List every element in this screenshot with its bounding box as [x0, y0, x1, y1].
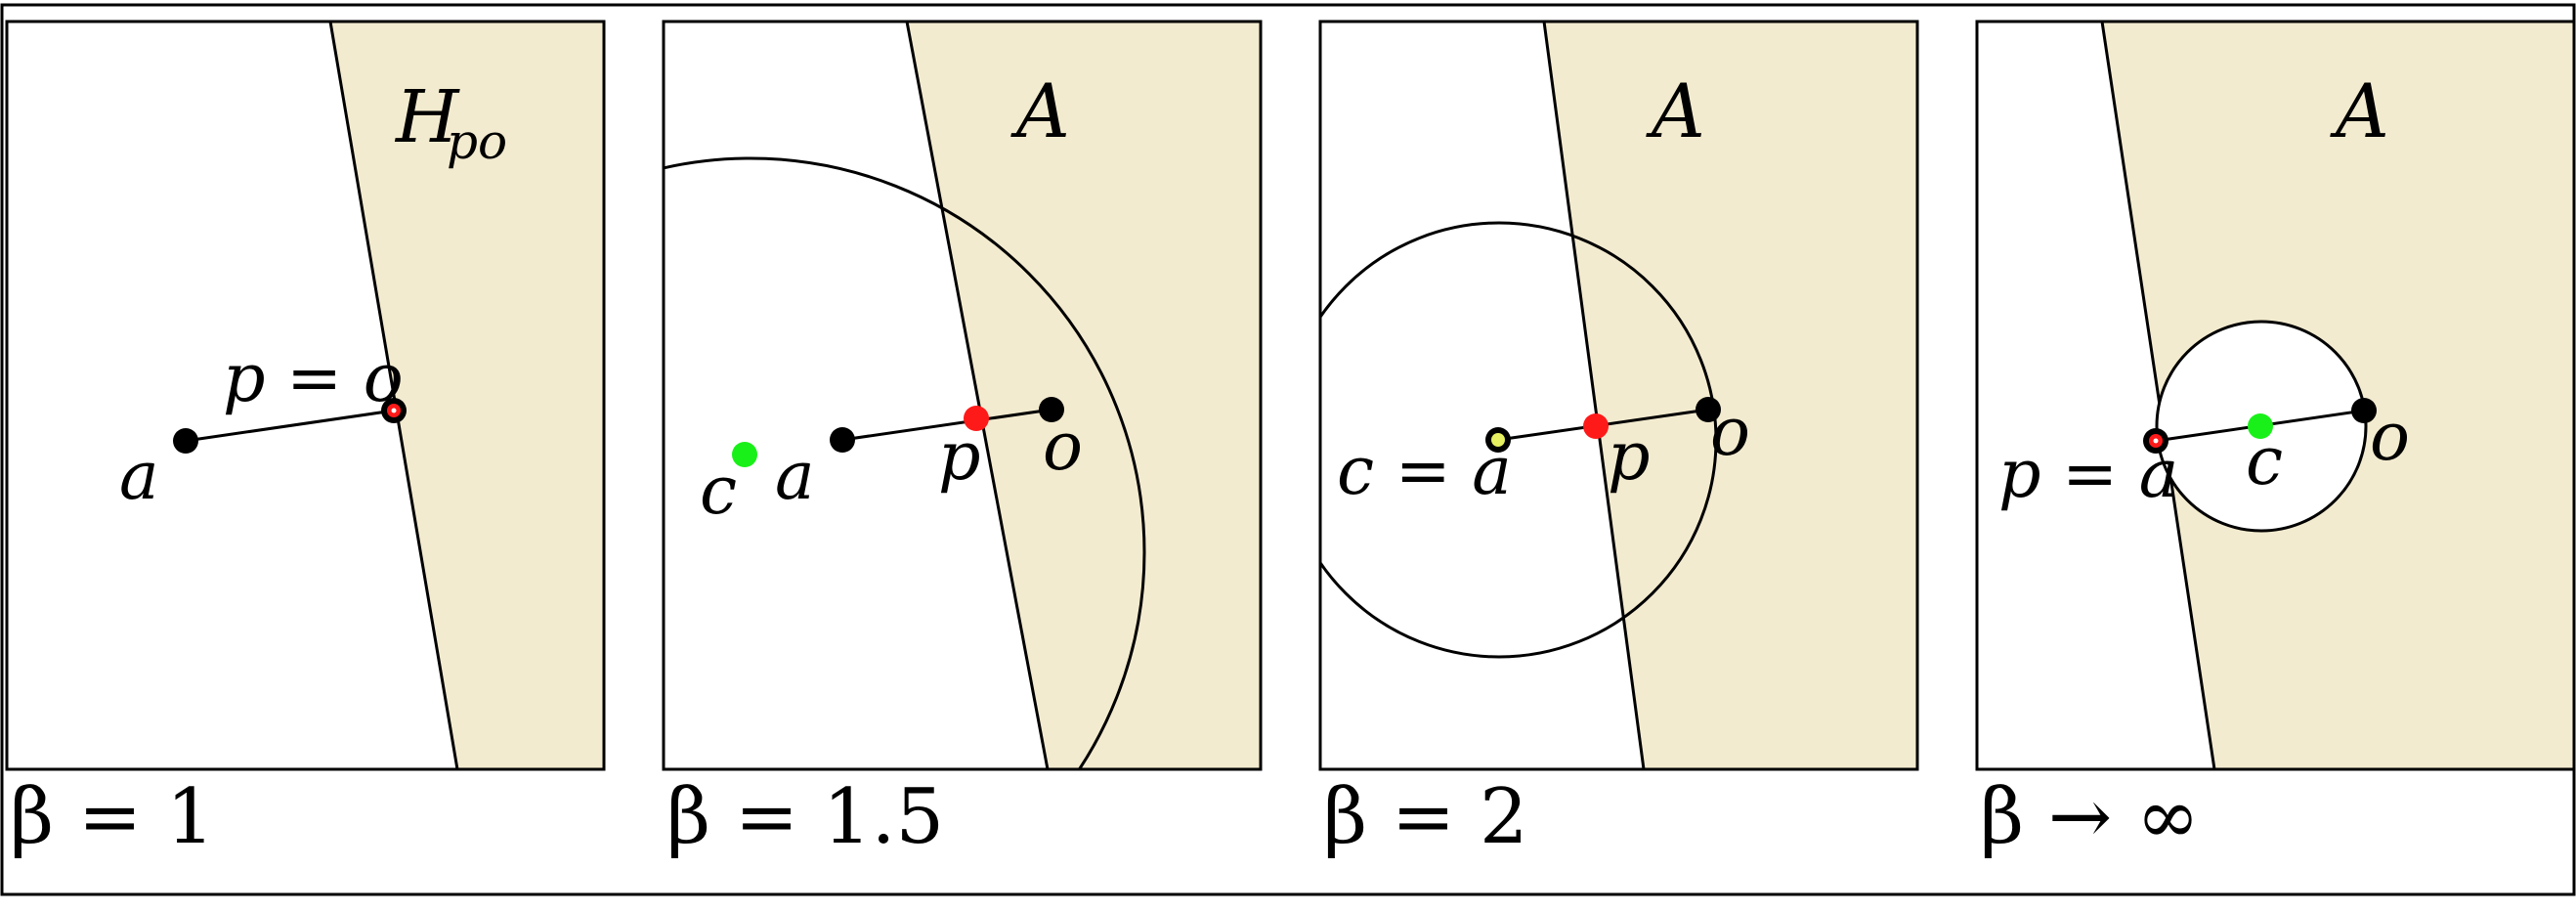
boundary-line: [1542, 22, 1646, 769]
point-p-o-center: [391, 408, 397, 413]
point-c: [2248, 413, 2273, 439]
point-o: [2351, 398, 2377, 423]
boundary-line: [905, 22, 1050, 769]
label-c: c: [2246, 423, 2283, 500]
point-a: [173, 428, 198, 454]
region-A: [1544, 22, 1917, 769]
region-label: A: [2330, 67, 2389, 154]
point-o: [1696, 397, 1721, 422]
point-p-a-center: [2153, 438, 2159, 444]
label-p-o: p = o: [223, 340, 404, 417]
segment-a-o: [841, 408, 1052, 442]
halfplane-region: [330, 22, 604, 769]
point-a: [830, 427, 855, 453]
caption: β = 2: [1323, 773, 1528, 861]
caption: β = 1.5: [666, 773, 944, 861]
point-c: [732, 442, 757, 467]
circle: [1320, 221, 1718, 659]
point-o: [1039, 397, 1064, 422]
label-p-a: p = a: [1998, 436, 2178, 513]
region-label: H: [394, 75, 460, 159]
label-p: p: [938, 418, 981, 496]
boundary-line: [2100, 22, 2216, 769]
region-A: [907, 22, 1261, 769]
caption: β = 1: [10, 773, 215, 861]
circle: [664, 156, 1146, 769]
boundary-line: [328, 22, 459, 769]
label-o: o: [1043, 409, 1083, 486]
region-label: A: [1646, 67, 1705, 154]
label-c: c: [700, 453, 737, 530]
panel-frame: [5, 20, 606, 771]
point-p: [964, 406, 989, 431]
panel-beta-infinity: A p = a c o β → ∞: [1975, 20, 2576, 861]
panel-frame: [662, 20, 1263, 771]
panel-beta-2: A c = a p o β = 2: [1318, 20, 1919, 861]
label-o: o: [2370, 399, 2410, 476]
label-a: a: [119, 438, 159, 515]
panel-beta-1: H po a p = o β = 1: [5, 20, 606, 861]
panel-frame: [1975, 20, 2576, 771]
panel-frame: [1318, 20, 1919, 771]
label-p: p: [1608, 418, 1651, 496]
region-label: A: [1010, 67, 1070, 154]
segment-a-o: [185, 409, 395, 443]
caption: β → ∞: [1980, 773, 2200, 861]
label-a: a: [775, 438, 815, 515]
panel-beta-1-5: A c a p o β = 1.5: [662, 20, 1263, 861]
label-o: o: [1710, 394, 1750, 471]
region-label-sub: po: [447, 113, 507, 170]
point-c-a-inner: [1491, 433, 1505, 447]
label-c-a: c = a: [1337, 433, 1512, 510]
point-p: [1583, 413, 1609, 439]
